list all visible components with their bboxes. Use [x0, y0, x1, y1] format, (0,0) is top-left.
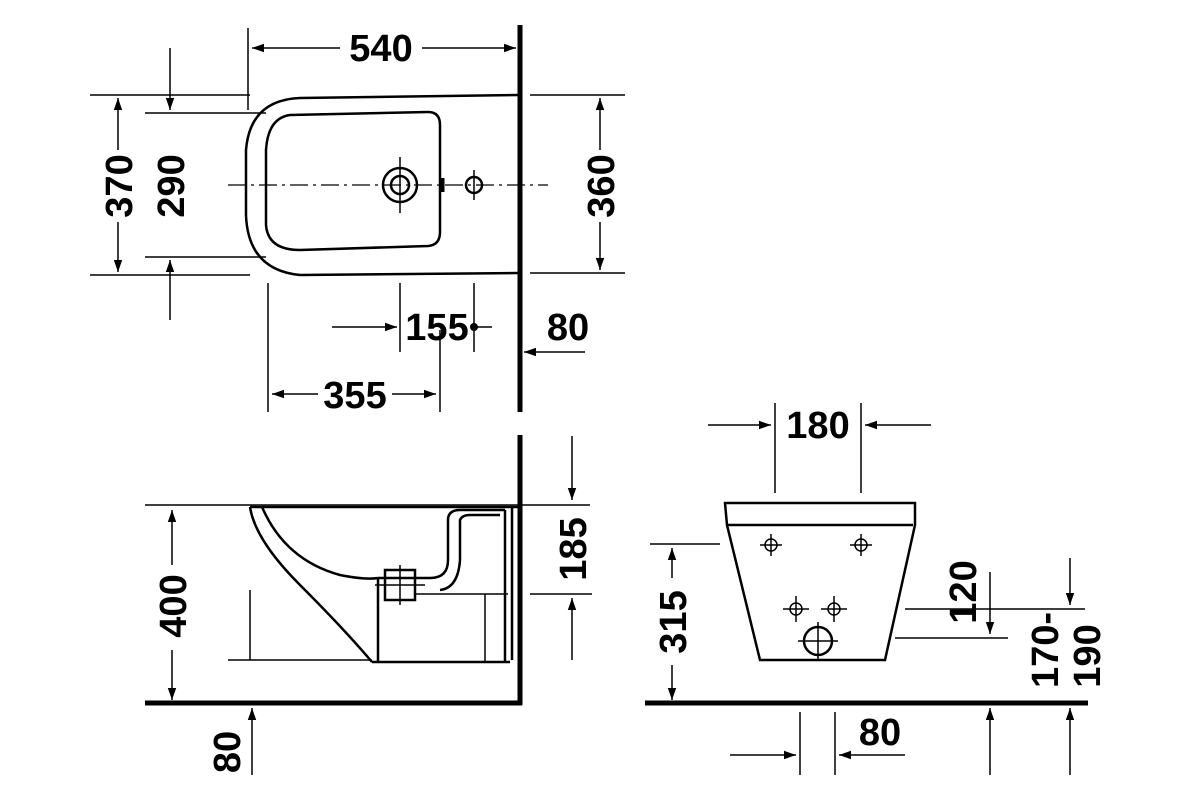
dim-170-190-top: 170- [1025, 612, 1067, 688]
front-view-waste [798, 622, 838, 660]
front-view-bolt-left [760, 534, 782, 556]
side-view-profile [248, 506, 373, 663]
dim-80-front: 80 [859, 712, 901, 754]
front-view-body [723, 501, 917, 662]
dim-355: 355 [323, 375, 386, 417]
top-view-bowl [264, 110, 442, 252]
dim-80-top: 80 [547, 307, 589, 349]
front-view-bolt-right [850, 534, 872, 556]
dim-400: 400 [153, 574, 195, 637]
dim-170-190-bottom: 190 [1067, 624, 1109, 687]
dim-180: 180 [786, 405, 849, 447]
dim-370: 370 [99, 154, 141, 217]
front-view-supply-left [783, 596, 809, 622]
dim-155: 155 [405, 307, 468, 349]
top-view: 540 370 290 360 155 80 3 [90, 25, 625, 417]
dim-185: 185 [553, 517, 595, 580]
dim-80-side: 80 [207, 731, 249, 773]
dim-540: 540 [349, 28, 412, 70]
dim-120: 120 [943, 560, 985, 623]
front-view: 180 315 120 170- 190 80 [645, 403, 1109, 775]
dim-290: 290 [151, 154, 193, 217]
front-view-supply-right [821, 596, 847, 622]
dim-360: 360 [581, 154, 623, 217]
dim-315: 315 [653, 590, 695, 653]
side-view: 400 185 80 [145, 435, 595, 775]
top-view-outline [244, 93, 519, 277]
